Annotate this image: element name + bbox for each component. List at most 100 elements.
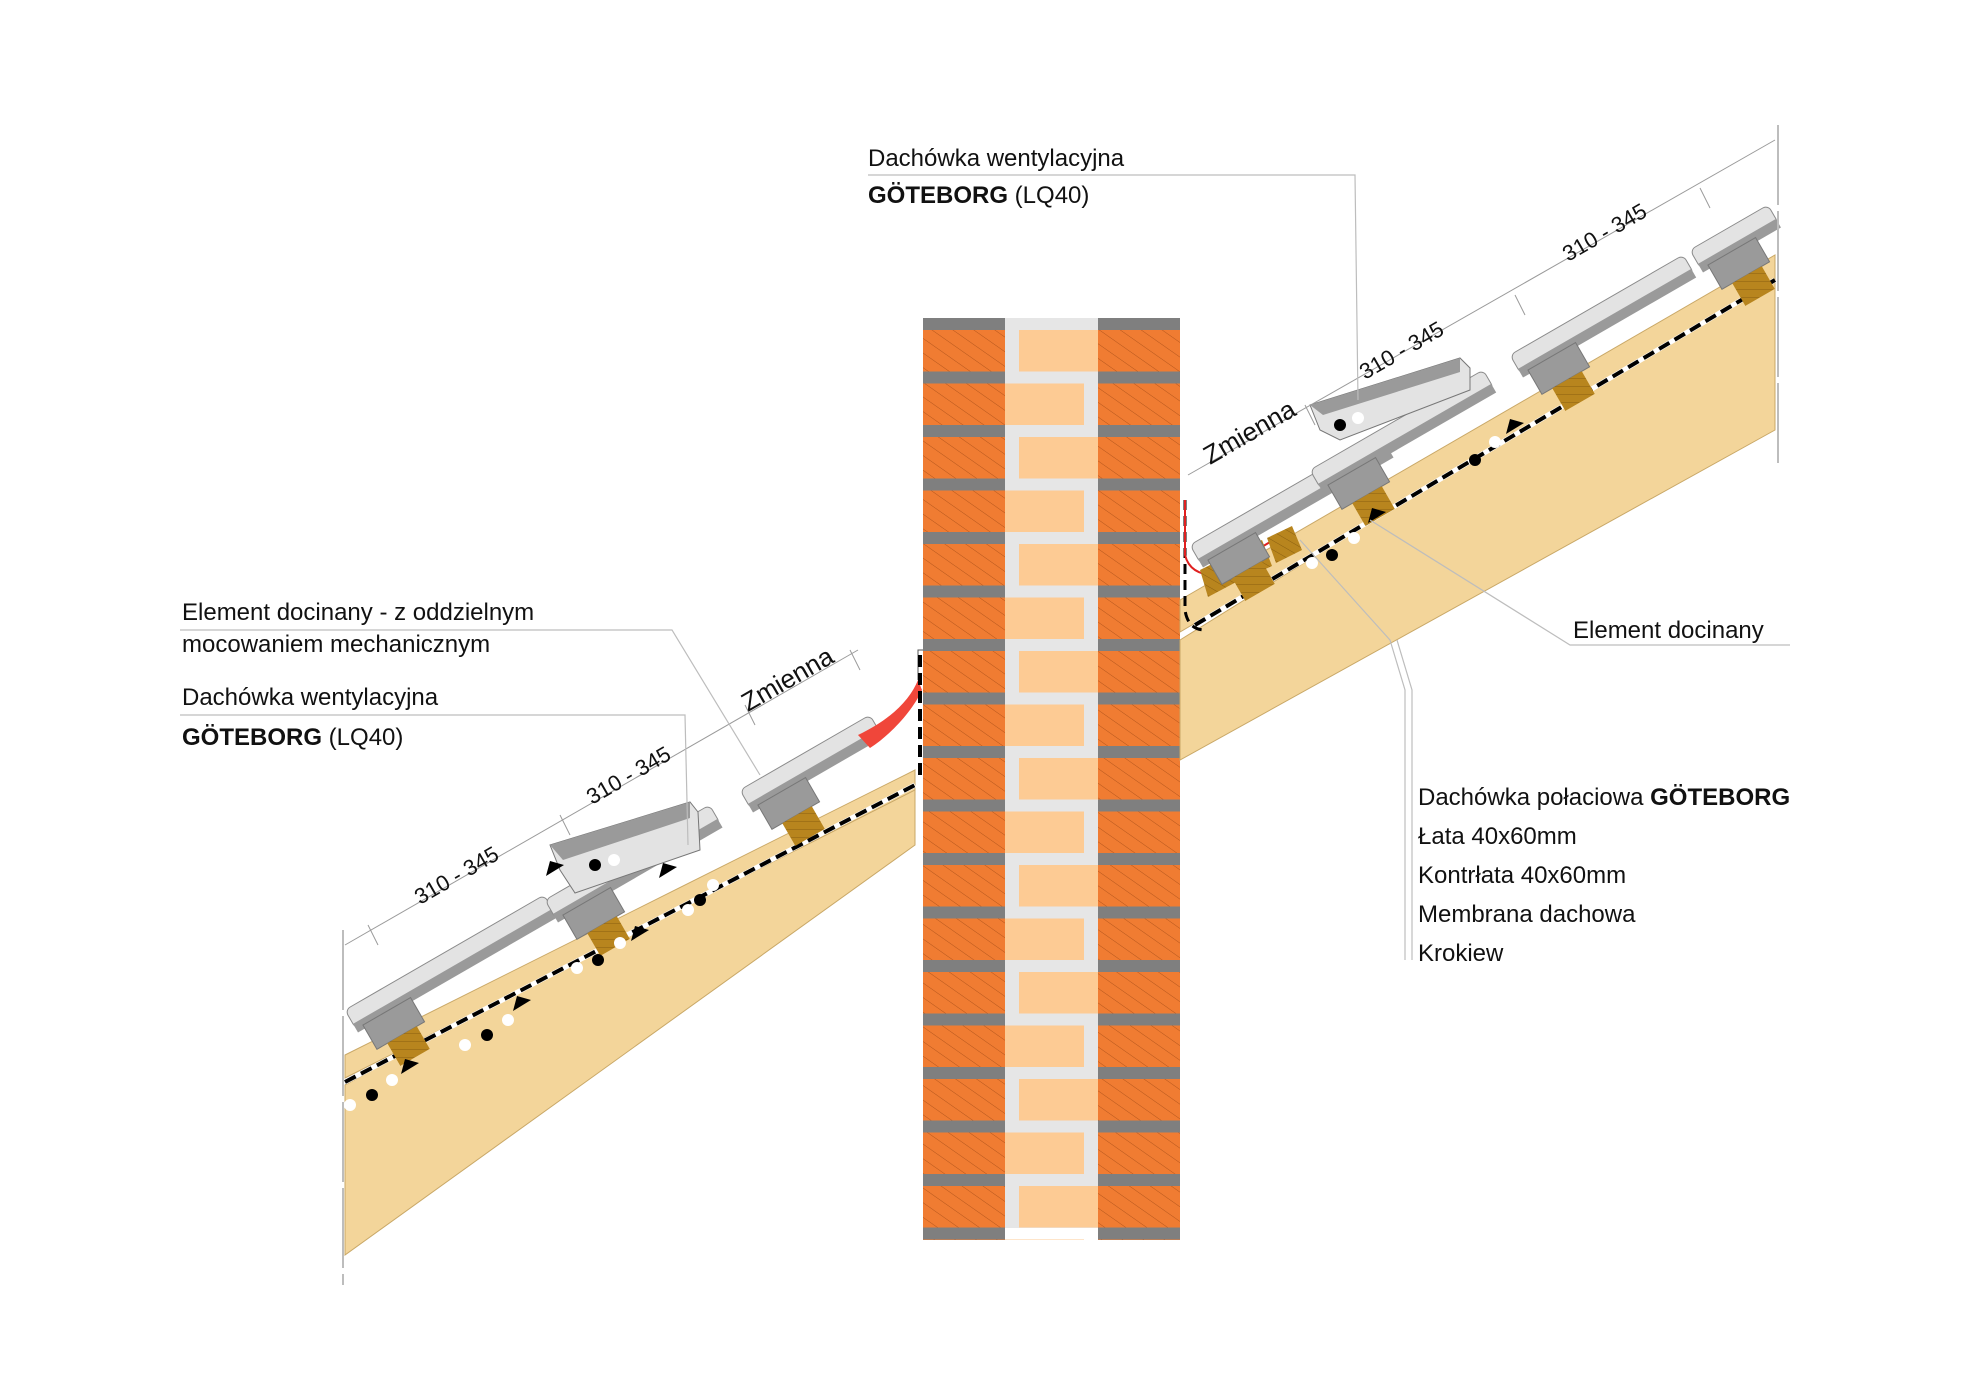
mortar-joint — [923, 1013, 1005, 1026]
mortar-joint — [923, 585, 1005, 598]
right-vent-tile — [1309, 357, 1471, 441]
left-membrane — [343, 782, 917, 1085]
chimney — [923, 318, 1180, 1240]
outer-brick — [923, 383, 1005, 425]
airflow-arrow — [546, 861, 564, 876]
left-lower-dimension: 310 - 345 — [410, 841, 503, 909]
airflow-dot-light — [344, 1099, 356, 1111]
label-layers: Dachówka połaciowa GÖTEBORG Łata 40x60mm… — [1418, 784, 1790, 967]
outer-brick — [923, 597, 1005, 639]
label-left-vent-bold: GÖTEBORG — [182, 724, 322, 751]
inner-brick — [1005, 597, 1084, 639]
tile-nib — [362, 996, 426, 1050]
airflow-dot-light — [682, 904, 694, 916]
outer-brick — [923, 330, 1005, 372]
outer-brick — [1098, 918, 1180, 960]
airflow-dot-light — [1306, 557, 1318, 569]
mortar-joint — [1098, 425, 1180, 437]
airflow-arrow — [659, 863, 677, 878]
outer-brick — [923, 651, 1005, 693]
leader-layers — [1299, 539, 1406, 960]
airflow-dot-light — [502, 1014, 514, 1026]
outer-brick — [923, 972, 1005, 1014]
mortar-joint — [923, 799, 1005, 812]
batten — [1732, 266, 1775, 306]
mortar-joint — [1098, 371, 1180, 384]
label-layers-counter-batten: Kontrłata 40x60mm — [1418, 862, 1626, 889]
tile-nib — [1207, 531, 1271, 585]
mortar-joint — [923, 425, 1005, 437]
airflow-dot-dark — [366, 1089, 378, 1101]
label-layers-batten: Łata 40x60mm — [1418, 823, 1577, 850]
inner-brick — [1005, 1025, 1084, 1067]
airflow-dot-light — [571, 962, 583, 974]
mortar-joint — [1098, 1067, 1180, 1079]
outer-brick — [1098, 865, 1180, 907]
left-roof-slope — [343, 649, 930, 1256]
right-airflow — [1306, 412, 1524, 569]
outer-brick — [1098, 1239, 1180, 1240]
label-top-vent-bold: GÖTEBORG — [868, 182, 1008, 209]
batten — [1552, 371, 1595, 411]
outer-brick — [1098, 1132, 1180, 1174]
tile-nib — [562, 886, 626, 940]
outer-brick — [1098, 811, 1180, 853]
outer-brick — [923, 1132, 1005, 1174]
mortar-joint — [1098, 639, 1180, 651]
left-flashing — [858, 680, 922, 748]
inner-brick — [1005, 918, 1084, 960]
label-left-cut-element: Element docinany - z oddzielnym mocowani… — [182, 599, 534, 658]
mortar-joint — [923, 1174, 1005, 1186]
left-airflow — [344, 854, 719, 1111]
airflow-dot-dark — [1469, 454, 1481, 466]
outer-brick — [923, 490, 1005, 532]
label-layers-roof-tile-bold: GÖTEBORG — [1650, 784, 1790, 811]
label-top-vent-line2: GÖTEBORG (LQ40) — [868, 182, 1089, 209]
outer-brick — [923, 811, 1005, 853]
mortar-joint — [1098, 853, 1180, 865]
inner-brick — [1005, 811, 1084, 853]
inner-brick — [1005, 383, 1084, 425]
mortar-joint — [923, 853, 1005, 865]
label-left-cut-line1: Element docinany - z oddzielnym — [182, 599, 534, 626]
label-layers-roof-tile-text: Dachówka połaciowa — [1418, 784, 1650, 811]
mortar-joint — [923, 906, 1005, 919]
airflow-arrow — [1368, 508, 1386, 523]
batten — [1352, 486, 1395, 526]
label-left-cut-line2: mocowaniem mechanicznym — [182, 631, 490, 658]
inner-brick — [1019, 972, 1098, 1014]
label-top-vent-rest: (LQ40) — [1008, 182, 1089, 209]
outer-brick — [923, 865, 1005, 907]
outer-brick — [1098, 758, 1180, 800]
mortar-joint — [1098, 906, 1180, 919]
airflow-dot-light — [608, 854, 620, 866]
outer-brick — [1098, 597, 1180, 639]
label-left-vent-rest: (LQ40) — [322, 724, 403, 751]
airflow-dot-light — [459, 1039, 471, 1051]
mortar-joint — [1098, 1174, 1180, 1186]
inner-brick — [1005, 704, 1084, 746]
airflow-dot-light — [386, 1074, 398, 1086]
left-vent-tile — [549, 801, 701, 894]
outer-brick — [923, 918, 1005, 960]
mortar-joint — [1098, 960, 1180, 972]
airflow-dot-light — [1352, 412, 1364, 424]
inner-brick — [1019, 651, 1098, 693]
outer-brick — [923, 704, 1005, 746]
mortar-joint — [1098, 532, 1180, 544]
outer-brick — [1098, 1186, 1180, 1228]
outer-brick — [923, 1239, 1005, 1240]
tile-nib — [1707, 236, 1771, 290]
tile-nib — [1527, 341, 1591, 395]
label-right-cut-element: Element docinany — [1573, 617, 1764, 644]
right-membrane-dash — [1193, 278, 1777, 627]
outer-brick — [1098, 972, 1180, 1014]
left-counter-batten — [344, 769, 916, 1079]
right-tile-4 — [1691, 206, 1781, 306]
right-variable-dimension: Zmienna — [1198, 393, 1301, 470]
mortar-joint — [923, 371, 1005, 384]
airflow-arrow — [401, 1059, 419, 1074]
mortar-joint — [923, 478, 1005, 491]
airflow-dot-light — [707, 879, 719, 891]
left-tile-1 — [346, 896, 558, 1066]
